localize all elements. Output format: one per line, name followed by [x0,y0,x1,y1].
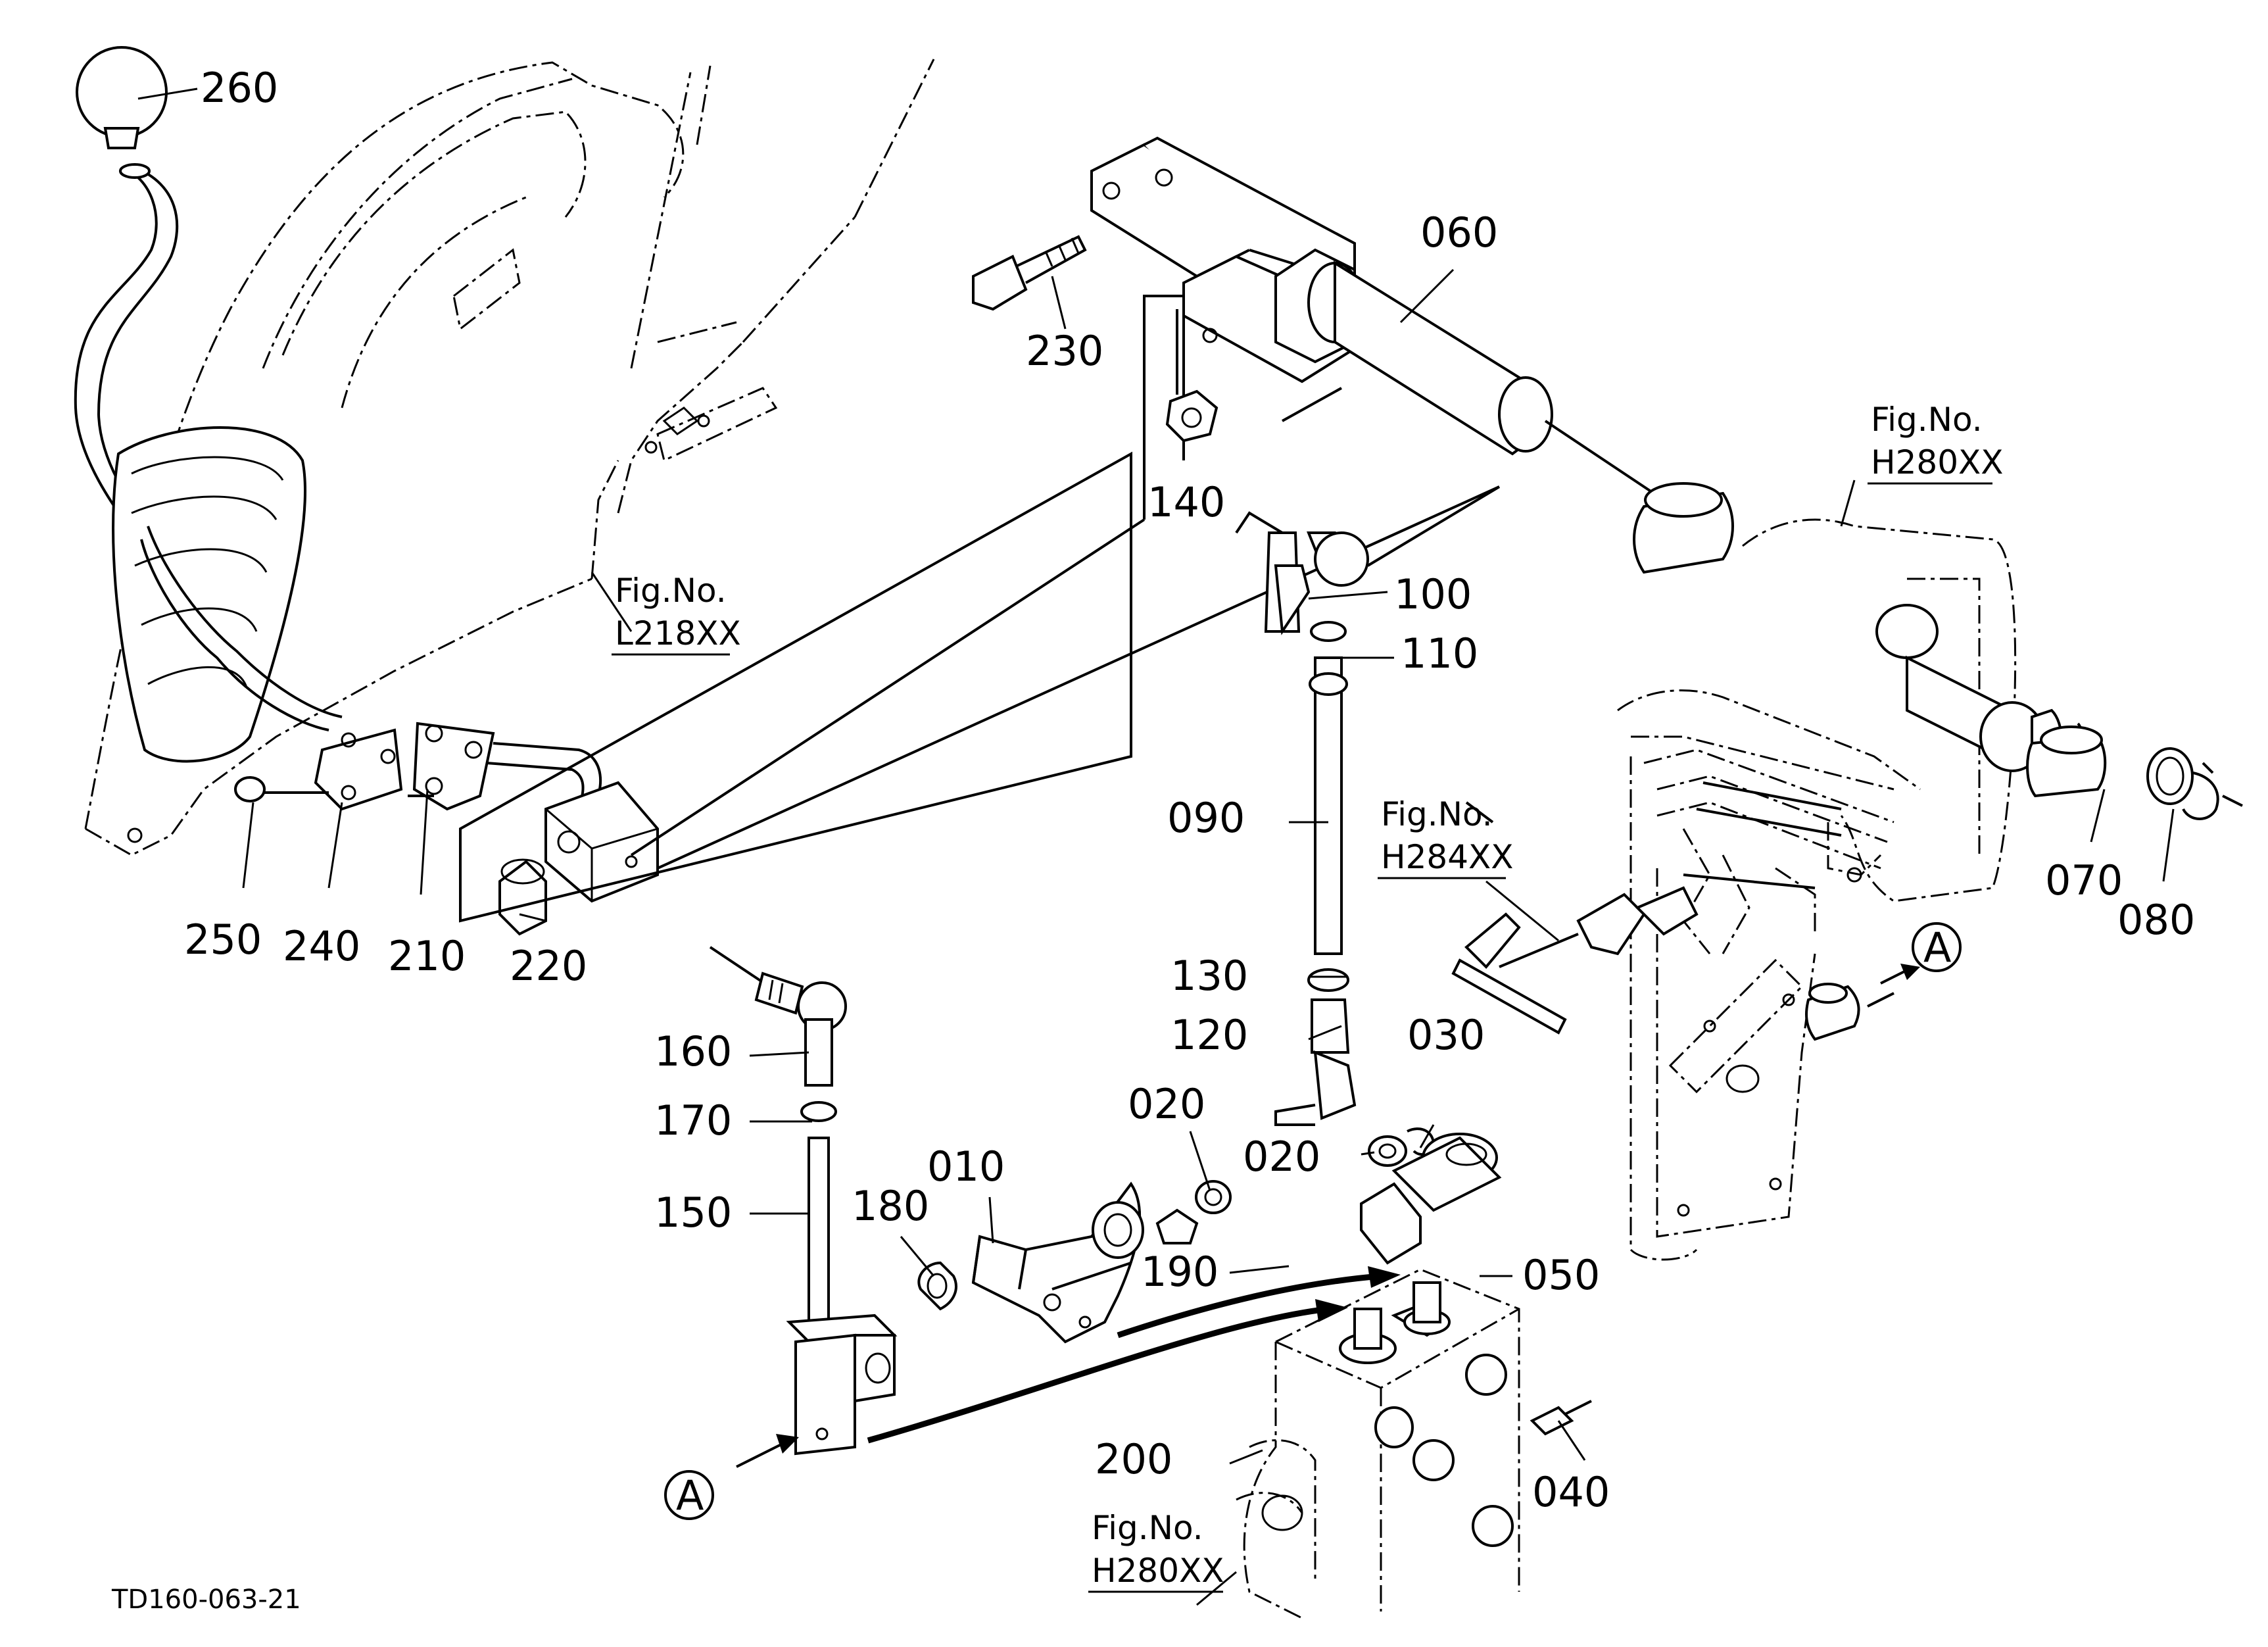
figure-refs: Fig.No. L218XX Fig.No. H280XX Fig.No. H2… [612,401,2004,1593]
label-130: 130 [1170,952,1248,1000]
pin-h284 [1451,886,1699,1035]
bushings-clips [1633,482,2243,1041]
label-210: 210 [388,932,466,980]
label-110: 110 [1401,629,1478,677]
label-090: 090 [1167,794,1245,842]
callouts: A A [664,922,1962,1520]
fig-ref-h280-upper-caption: Fig.No. [1871,401,1983,439]
label-030: 030 [1407,1011,1485,1059]
upper-bracket [1090,136,1665,501]
fig-ref-h284-code: H284XX [1381,838,1514,876]
part-labels: 260 060 230 140 100 110 090 070 080 250 … [184,64,2195,1516]
label-010: 010 [927,1143,1005,1191]
lever-010-assembly [917,1127,1436,1344]
fig-ref-h284-caption: Fig.No. [1381,795,1493,833]
bolt-230 [972,235,1087,311]
callout-a-left: A [676,1471,704,1519]
label-020-upper: 020 [1128,1080,1205,1128]
label-020-lower: 020 [1243,1133,1320,1181]
label-100: 100 [1394,570,1472,618]
label-040: 040 [1532,1468,1610,1516]
control-valve [1236,1133,1592,1619]
shift-lever-assembly [74,46,343,763]
label-050: 050 [1522,1251,1600,1299]
label-160: 160 [654,1027,732,1075]
label-150: 150 [654,1189,732,1237]
fig-ref-l218-caption: Fig.No. [615,572,727,610]
label-080: 080 [2117,896,2195,944]
label-200: 200 [1095,1435,1172,1483]
nut-140 [1165,309,1218,443]
label-120: 120 [1170,1011,1248,1059]
label-140: 140 [1147,478,1225,526]
leader-lines [137,87,2175,1606]
label-220: 220 [510,942,587,990]
callout-a-right: A [1923,923,1951,971]
fig-ref-h280-lower-code: H280XX [1092,1552,1224,1590]
drawing-code: TD160-063-21 [111,1585,301,1615]
assembly-arrows [736,964,1920,1468]
rod-150-assembly [709,946,898,1456]
label-180: 180 [852,1182,929,1230]
right-frame [1617,518,2085,1261]
fig-ref-l218-code: L218XX [615,614,741,652]
fender-panel [84,59,935,856]
shaft-block [498,781,659,936]
label-190: 190 [1141,1248,1218,1296]
label-240: 240 [283,922,360,970]
label-260: 260 [201,64,278,112]
label-250: 250 [184,916,262,964]
fig-ref-h280-lower-caption: Fig.No. [1092,1509,1203,1547]
lever-plates [234,722,602,811]
label-230: 230 [1026,327,1103,375]
label-060: 060 [1420,209,1498,257]
label-170: 170 [654,1096,732,1144]
label-070: 070 [2045,856,2123,904]
rod-090-assembly [1235,387,1369,1126]
fig-ref-h280-upper-code: H280XX [1871,443,2004,481]
